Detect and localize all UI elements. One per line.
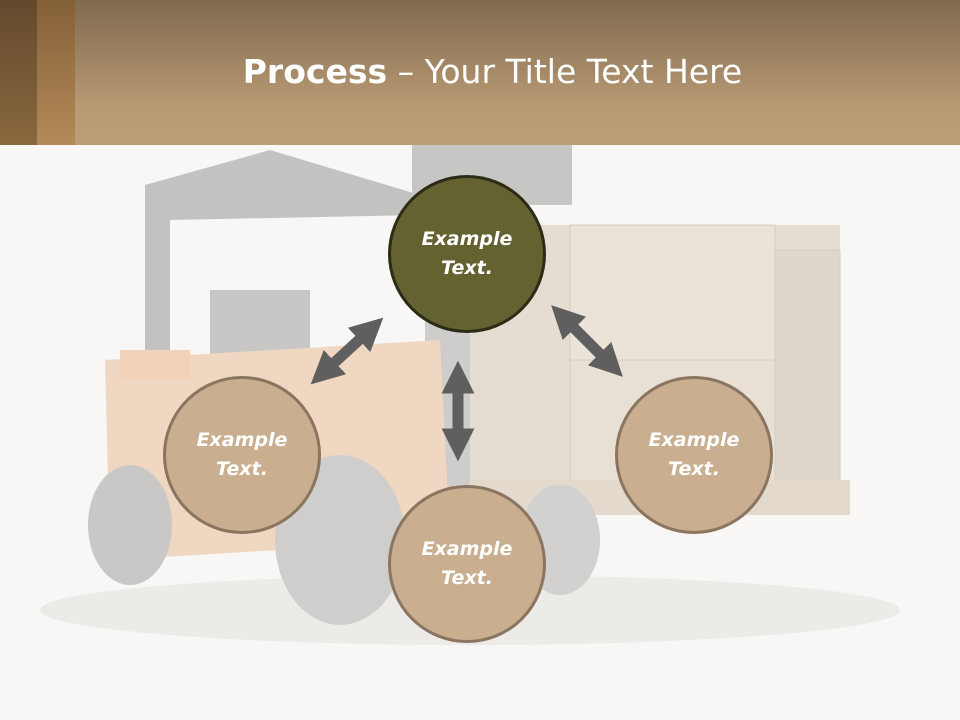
slide-title[interactable]: Process – Your Title Text Here bbox=[0, 52, 960, 91]
double-arrow-left bbox=[310, 317, 384, 385]
accent-stripe bbox=[37, 0, 75, 145]
node-text: Text. bbox=[441, 257, 493, 279]
accent-stripe bbox=[0, 0, 37, 145]
title-bold: Process bbox=[242, 52, 388, 91]
title-bar: Process – Your Title Text Here bbox=[0, 0, 960, 145]
node-text: Example bbox=[648, 429, 740, 451]
node-text: Example bbox=[421, 538, 513, 560]
node-text: Text. bbox=[441, 567, 493, 589]
node-text: Text. bbox=[668, 458, 720, 480]
title-rest: – Your Title Text Here bbox=[387, 52, 743, 91]
node-text: Example bbox=[196, 429, 288, 451]
node-text: Text. bbox=[216, 458, 268, 480]
double-arrow-right bbox=[551, 305, 623, 377]
node-text: Example bbox=[421, 228, 513, 250]
